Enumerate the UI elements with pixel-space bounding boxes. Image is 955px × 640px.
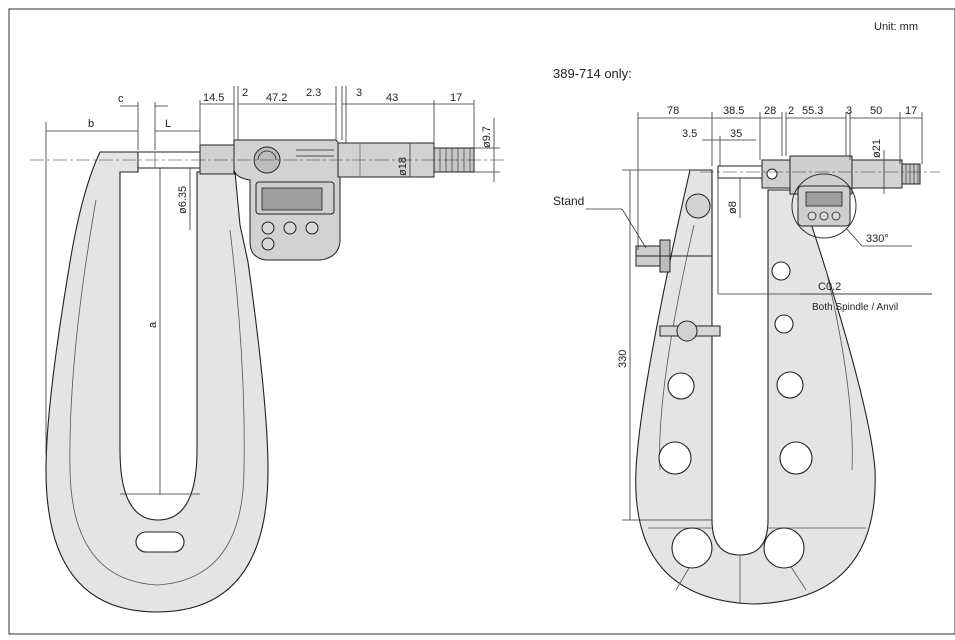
dim-3-right: 3 bbox=[846, 105, 852, 117]
left-spindle-sleeve bbox=[199, 144, 235, 175]
right-boss bbox=[685, 193, 711, 219]
dim-2-right: 2 bbox=[788, 105, 794, 117]
left-frame-slot bbox=[135, 531, 185, 553]
dim-35: 35 bbox=[730, 128, 742, 140]
dim-b: b bbox=[88, 118, 94, 130]
dim-dia-6-35: ø6.35 bbox=[177, 186, 189, 214]
dim-dia-8: ø8 bbox=[727, 201, 739, 214]
stand-label: Stand bbox=[553, 194, 584, 208]
dim-28: 28 bbox=[764, 105, 776, 117]
dim-a: a bbox=[147, 321, 159, 328]
display-rotation-circle bbox=[791, 173, 857, 239]
dim-dia-9-7: ø9.7 bbox=[481, 126, 493, 148]
chamfer-label: C0.2 bbox=[818, 281, 841, 293]
spindle-anvil-note: Both Spindle / Anvil bbox=[812, 302, 898, 313]
drawing-border bbox=[8, 8, 955, 635]
left-lcd-screen bbox=[261, 187, 323, 211]
right-thimble bbox=[851, 159, 903, 189]
dim-L: L bbox=[165, 118, 171, 130]
dim-38-5: 38.5 bbox=[723, 105, 744, 117]
dim-47-2: 47.2 bbox=[266, 92, 287, 104]
right-frame-body bbox=[635, 169, 876, 605]
dim-2: 2 bbox=[242, 87, 248, 99]
dim-2-3: 2.3 bbox=[306, 87, 321, 99]
angle-330: 330° bbox=[866, 233, 889, 245]
dim-330-height: 330 bbox=[617, 350, 629, 368]
left-button-1 bbox=[261, 221, 275, 235]
left-frame-body bbox=[45, 151, 269, 613]
dim-17-right: 17 bbox=[905, 105, 917, 117]
dim-55-3: 55.3 bbox=[802, 105, 823, 117]
right-micrometer: 78 38.5 28 2 55.3 3 50 17 3.5 35 ø21 ø8 … bbox=[553, 105, 940, 605]
dim-43: 43 bbox=[386, 92, 398, 104]
left-micrometer: c b L 14.5 2 47.2 2.3 3 43 17 ø9.7 ø18 ø… bbox=[30, 86, 505, 613]
unit-label: Unit: mm bbox=[874, 21, 918, 33]
dim-3-5: 3.5 bbox=[682, 128, 697, 140]
dim-17: 17 bbox=[450, 92, 462, 104]
dim-14-5: 14.5 bbox=[203, 92, 224, 104]
dim-dia-21: ø21 bbox=[871, 139, 883, 158]
left-button-4 bbox=[261, 237, 275, 251]
dim-dia-18: ø18 bbox=[397, 157, 409, 176]
dim-c: c bbox=[118, 93, 124, 105]
dim-3: 3 bbox=[356, 87, 362, 99]
left-button-2 bbox=[283, 221, 297, 235]
dim-78: 78 bbox=[667, 105, 679, 117]
left-frame-groove bbox=[69, 199, 245, 586]
right-frame-groove bbox=[659, 224, 853, 471]
right-frame-holes bbox=[658, 261, 813, 569]
left-button-3 bbox=[305, 221, 319, 235]
right-ratchet bbox=[901, 163, 921, 185]
model-note: 389-714 only: bbox=[553, 66, 632, 81]
right-lcd-screen bbox=[805, 191, 843, 207]
dim-50: 50 bbox=[870, 105, 882, 117]
